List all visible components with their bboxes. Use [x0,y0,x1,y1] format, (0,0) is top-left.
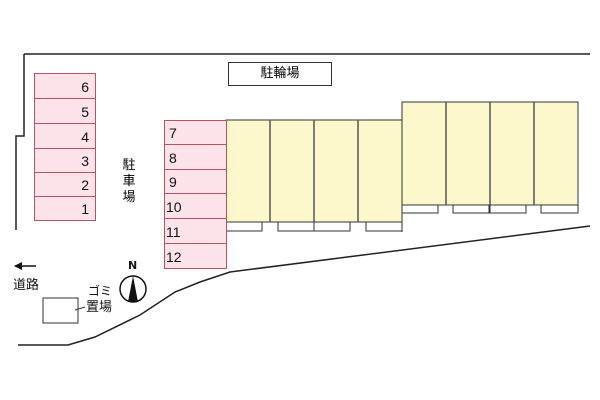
garbage-area [42,297,79,324]
building-left-group [225,119,403,232]
car-parking-label: 駐 車 場 [121,158,137,206]
parking-space-5: 5 [34,98,96,124]
garbage-label-1: ゴミ [88,284,113,298]
bicycle-parking-label: 駐輪場 [228,62,332,86]
parking-space-10: 10 [164,193,227,219]
south-boundary [18,225,591,346]
parking-space-4: 4 [34,123,96,149]
car-parking-char-3: 場 [122,190,136,205]
parking-space-11: 11 [164,218,227,244]
parking-space-7: 7 [164,120,227,145]
road-arrow-head [14,262,22,270]
parking-space-8: 8 [164,144,227,170]
building-right-group [401,101,579,232]
garbage-label-2: 置場 [86,300,113,315]
parking-space-1: 1 [34,196,96,221]
parking-space-2: 2 [34,172,96,197]
west-boundary [15,54,25,230]
road-label: 道路 [13,278,40,293]
parking-space-6: 6 [34,73,96,99]
car-parking-char-1: 駐 [122,158,136,173]
car-parking-char-2: 車 [122,174,136,189]
parking-space-9: 9 [164,169,227,194]
garbage-leader-line [74,306,86,311]
compass-icon [119,275,147,303]
north-label: N [128,259,138,272]
parking-space-3: 3 [34,148,96,173]
parking-space-12: 12 [164,243,227,269]
